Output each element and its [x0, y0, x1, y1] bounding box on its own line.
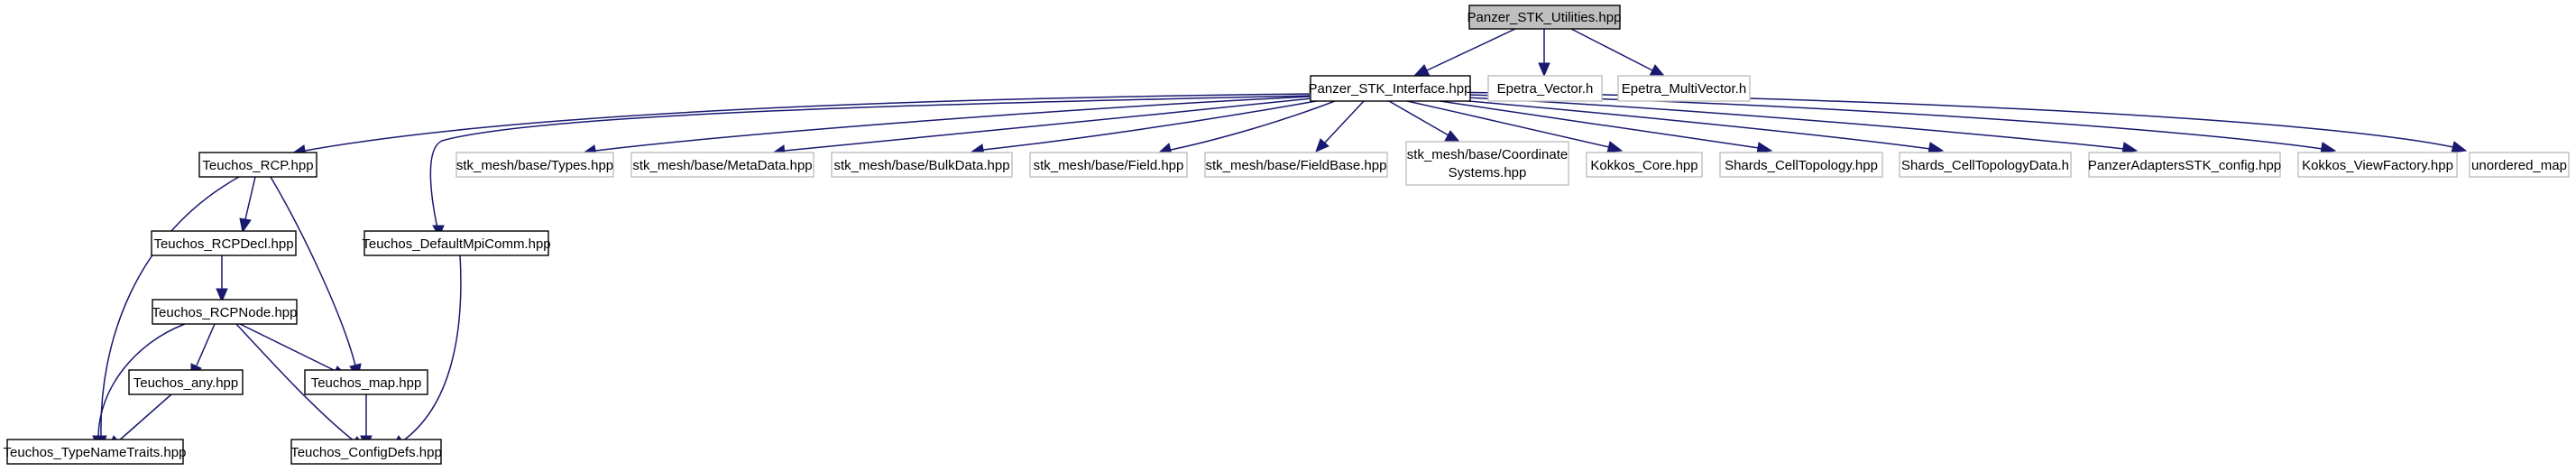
edge-teuchos-rcp-to-teuchos-rcpdecl — [239, 176, 256, 234]
node-label-shards-celltopologydata: Shards_CellTopologyData.h — [1901, 158, 2069, 173]
node-stk-metadata[interactable]: stk_mesh/base/MetaData.hpp — [630, 152, 814, 178]
node-stk-coordsys[interactable]: stk_mesh/base/Coordinate Systems.hpp — [1405, 141, 1569, 186]
node-shards-celltopology[interactable]: Shards_CellTopology.hpp — [1719, 152, 1883, 178]
node-teuchos-rcp[interactable]: Teuchos_RCP.hpp — [198, 152, 317, 178]
node-panzeradapters-config[interactable]: PanzerAdaptersSTK_config.hpp — [2088, 152, 2281, 178]
edge-teuchos-rcpdecl-to-teuchos-rcpnode — [216, 255, 228, 303]
node-label-teuchos-rcpnode: Teuchos_RCPNode.hpp — [152, 305, 298, 320]
node-label-teuchos-typenametraits: Teuchos_TypeNameTraits.hpp — [4, 445, 187, 460]
node-teuchos-configdefs[interactable]: Teuchos_ConfigDefs.hpp — [290, 439, 442, 465]
node-teuchos-rcpdecl[interactable]: Teuchos_RCPDecl.hpp — [151, 230, 297, 256]
node-label-epetra-vector: Epetra_Vector.h — [1497, 81, 1594, 97]
node-teuchos-defaultmpicomm[interactable]: Teuchos_DefaultMpiComm.hpp — [362, 230, 551, 256]
node-label-panzer-stk-utilities: Panzer_STK_Utilities.hpp — [1467, 10, 1622, 25]
node-label-stk-field: stk_mesh/base/Field.hpp — [1034, 158, 1184, 173]
node-unordered-map[interactable]: unordered_map — [2469, 152, 2570, 178]
node-panzer-stk-interface[interactable]: Panzer_STK_Interface.hpp — [1309, 75, 1472, 102]
node-label-kokkos-viewfactory: Kokkos_ViewFactory.hpp — [2302, 158, 2453, 173]
node-teuchos-typenametraits[interactable]: Teuchos_TypeNameTraits.hpp — [4, 439, 187, 465]
node-kokkos-core[interactable]: Kokkos_Core.hpp — [1586, 152, 1703, 178]
node-teuchos-map[interactable]: Teuchos_map.hpp — [304, 369, 428, 395]
nodes-layer: Panzer_STK_Utilities.hpp Panzer_STK_Inte… — [4, 5, 2570, 465]
node-label-stk-bulkdata: stk_mesh/base/BulkData.hpp — [833, 158, 1009, 173]
node-label-stk-metadata: stk_mesh/base/MetaData.hpp — [632, 158, 812, 173]
edge-utilities-to-epetra-vector — [1538, 29, 1550, 78]
node-label-panzeradapters-config: PanzerAdaptersSTK_config.hpp — [2088, 158, 2281, 173]
node-label-shards-celltopology: Shards_CellTopology.hpp — [1725, 158, 1878, 173]
node-label-teuchos-defaultmpicomm: Teuchos_DefaultMpiComm.hpp — [362, 236, 550, 252]
edge-interface-to-kokkos-core — [1406, 100, 1624, 153]
node-label-kokkos-core: Kokkos_Core.hpp — [1590, 158, 1697, 173]
node-stk-types[interactable]: stk_mesh/base/Types.hpp — [455, 152, 614, 178]
node-stk-bulkdata[interactable]: stk_mesh/base/BulkData.hpp — [831, 152, 1013, 178]
node-label-stk-coordsys-line2: Systems.hpp — [1449, 165, 1527, 180]
node-stk-fieldbase[interactable]: stk_mesh/base/FieldBase.hpp — [1204, 152, 1388, 178]
node-panzer-stk-utilities[interactable]: Panzer_STK_Utilities.hpp — [1467, 5, 1622, 30]
node-epetra-vector[interactable]: Epetra_Vector.h — [1487, 75, 1603, 102]
node-label-teuchos-configdefs: Teuchos_ConfigDefs.hpp — [290, 445, 442, 460]
node-label-panzer-stk-interface: Panzer_STK_Interface.hpp — [1309, 81, 1472, 97]
node-label-stk-types: stk_mesh/base/Types.hpp — [456, 158, 613, 173]
node-label-teuchos-rcpdecl: Teuchos_RCPDecl.hpp — [153, 236, 293, 252]
node-kokkos-viewfactory[interactable]: Kokkos_ViewFactory.hpp — [2297, 152, 2458, 178]
node-label-teuchos-map: Teuchos_map.hpp — [311, 375, 422, 391]
edge-interface-to-stk-fieldbase — [1315, 100, 1365, 153]
edge-interface-to-stk-field — [1157, 100, 1336, 155]
node-label-unordered-map: unordered_map — [2471, 158, 2567, 173]
node-stk-field[interactable]: stk_mesh/base/Field.hpp — [1029, 152, 1188, 178]
node-teuchos-rcpnode[interactable]: Teuchos_RCPNode.hpp — [152, 299, 298, 325]
node-label-teuchos-any: Teuchos_any.hpp — [133, 375, 238, 391]
node-label-teuchos-rcp: Teuchos_RCP.hpp — [202, 158, 313, 173]
node-label-stk-coordsys-line1: stk_mesh/base/Coordinate — [1407, 147, 1568, 162]
node-teuchos-any[interactable]: Teuchos_any.hpp — [128, 369, 244, 395]
node-label-epetra-multivector: Epetra_MultiVector.h — [1622, 81, 1746, 97]
node-label-stk-fieldbase: stk_mesh/base/FieldBase.hpp — [1206, 158, 1387, 173]
node-shards-celltopologydata[interactable]: Shards_CellTopologyData.h — [1899, 152, 2072, 178]
node-epetra-multivector[interactable]: Epetra_MultiVector.h — [1617, 75, 1751, 102]
